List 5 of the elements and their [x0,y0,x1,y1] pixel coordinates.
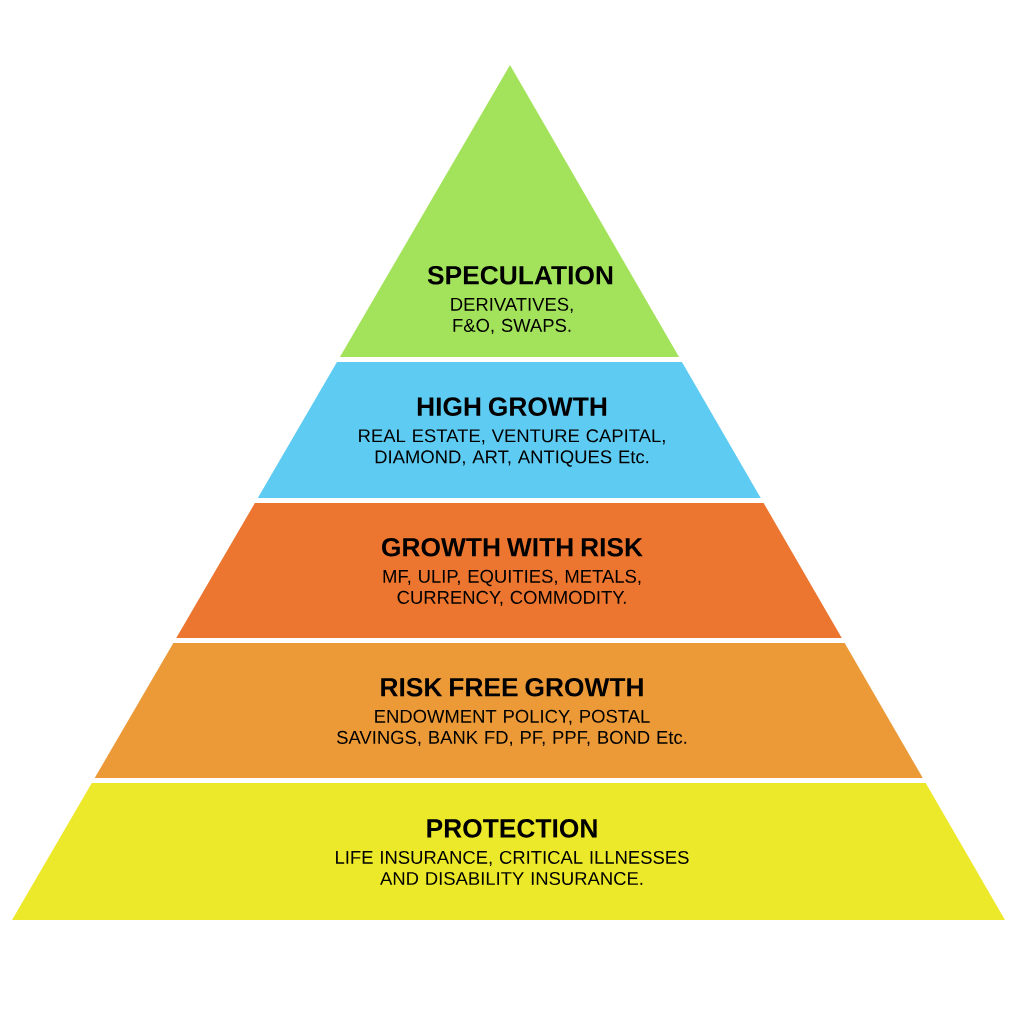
pyramid-layer: RISK FREE GROWTH ENDOWMENT POLICY, POSTAL SAVINGS, BANK FD, PF, PPF, BOND Etc. [94,643,923,778]
pyramid-layer: SPECULATION DERIVATIVES, F&O, SWAPS. [339,65,680,357]
pyramid-layer: GROWTH WITH RISK MF, ULIP, EQUITIES, METALS, CURRENCY, COMMODITY. [176,503,842,638]
pyramid-layer: PROTECTION LIFE INSURANCE, CRITICAL ILLNESSES AND DISABILITY INSURANCE. [12,783,1005,920]
pyramid-layer: HIGH GROWTH REAL ESTATE, VENTURE CAPITAL, DIAMOND, ART, ANTIQUES Etc. [257,362,761,498]
